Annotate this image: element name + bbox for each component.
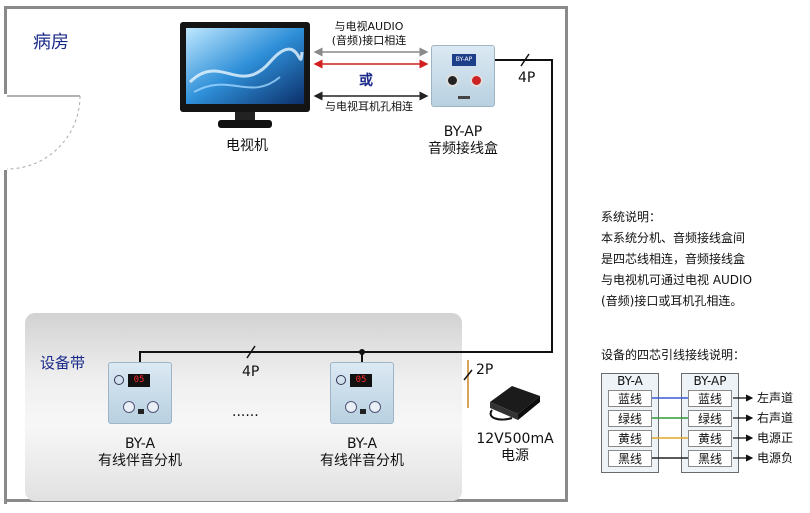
wiring-left-head: BY-A — [617, 374, 643, 388]
wire-right-1: 蓝线 — [688, 390, 732, 407]
room-title: 病房 — [33, 32, 69, 53]
arrow-top-text-2: (音频)接口相连 — [331, 34, 407, 47]
wire-left-4: 黑线 — [608, 450, 652, 467]
ap-model: BY-AP — [443, 124, 483, 140]
notes-line-3: 与电视机可通过电视 AUDIO — [601, 273, 753, 287]
cable-4p-strip-label: 4P — [242, 364, 260, 380]
notes-line-4: (音频)接口或耳机孔相连。 — [601, 294, 743, 308]
unit-display-2: 05 — [350, 374, 372, 387]
wire-left-3: 黄线 — [608, 430, 652, 447]
notes-line-2: 是四芯线相连，音频接线盒 — [601, 252, 746, 266]
unit-model-1: BY-A — [124, 436, 156, 452]
notes-title: 系统说明： — [601, 210, 662, 224]
volume-up-icon — [369, 401, 381, 413]
tv-label: 电视机 — [226, 138, 268, 154]
unit-model-2: BY-A — [346, 436, 378, 452]
wiring-right-head: BY-AP — [693, 374, 727, 388]
power-adapter-icon — [489, 386, 540, 421]
power-spec: 12V500mA — [476, 431, 554, 447]
cable-4p-top-label: 4P — [518, 70, 536, 86]
volume-down-icon — [123, 401, 135, 413]
arrow-top-text-1: 与电视AUDIO — [334, 20, 404, 33]
wire-out-1: 左声道 — [757, 391, 794, 405]
wire-out-2: 右声道 — [757, 411, 794, 425]
tv-monitor — [180, 22, 310, 130]
cable-2p-label: 2P — [476, 362, 494, 378]
more-units-dots: ...... — [232, 404, 259, 420]
system-notes: 系统说明： 本系统分机、音频接线盒间 是四芯线相连，音频接线盒 与电视机可通过电… — [601, 207, 752, 312]
unit-display-1: 05 — [128, 374, 150, 387]
notes-line-1: 本系统分机、音频接线盒间 — [601, 231, 746, 245]
unit-port-icon — [138, 409, 144, 414]
door-swing — [6, 95, 81, 170]
unit-panel-1: 05 — [108, 362, 172, 424]
arrow-bottom-text: 与电视耳机孔相连 — [325, 100, 413, 113]
connection-arrows — [313, 47, 429, 101]
power-name: 电源 — [501, 448, 529, 464]
ap-panel-text: BY-AP — [452, 54, 476, 66]
wire-right-4: 黑线 — [688, 450, 732, 467]
ap-name: 音频接线盒 — [428, 141, 498, 157]
wiring-title: 设备的四芯引线接线说明： — [601, 348, 746, 362]
unit-panel-2: 05 — [330, 362, 394, 424]
tv-icon — [180, 22, 310, 128]
unit-port-icon — [360, 409, 366, 414]
room-wall-left-upper — [4, 6, 7, 94]
audio-jack-right-icon — [470, 74, 483, 87]
brand-logo-icon — [114, 375, 124, 385]
arrow-or-text: 或 — [359, 73, 373, 89]
strip-title: 设备带 — [40, 354, 86, 372]
ap-junction-box: BY-AP — [431, 45, 495, 107]
wire-left-1: 蓝线 — [608, 390, 652, 407]
wire-right-3: 黄线 — [688, 430, 732, 447]
wire-left-2: 绿线 — [608, 410, 652, 427]
unit-name-2: 有线伴音分机 — [320, 453, 404, 469]
wire-out-4: 电源负 — [757, 451, 794, 465]
audio-jack-left-icon — [446, 74, 459, 87]
wire-right-2: 绿线 — [688, 410, 732, 427]
volume-down-icon — [345, 401, 357, 413]
ap-port-icon — [458, 96, 470, 99]
brand-logo-icon — [336, 375, 346, 385]
room-wall-left-lower — [4, 170, 7, 504]
unit-name-1: 有线伴音分机 — [98, 453, 182, 469]
wire-out-3: 电源正 — [757, 431, 794, 445]
volume-up-icon — [147, 401, 159, 413]
